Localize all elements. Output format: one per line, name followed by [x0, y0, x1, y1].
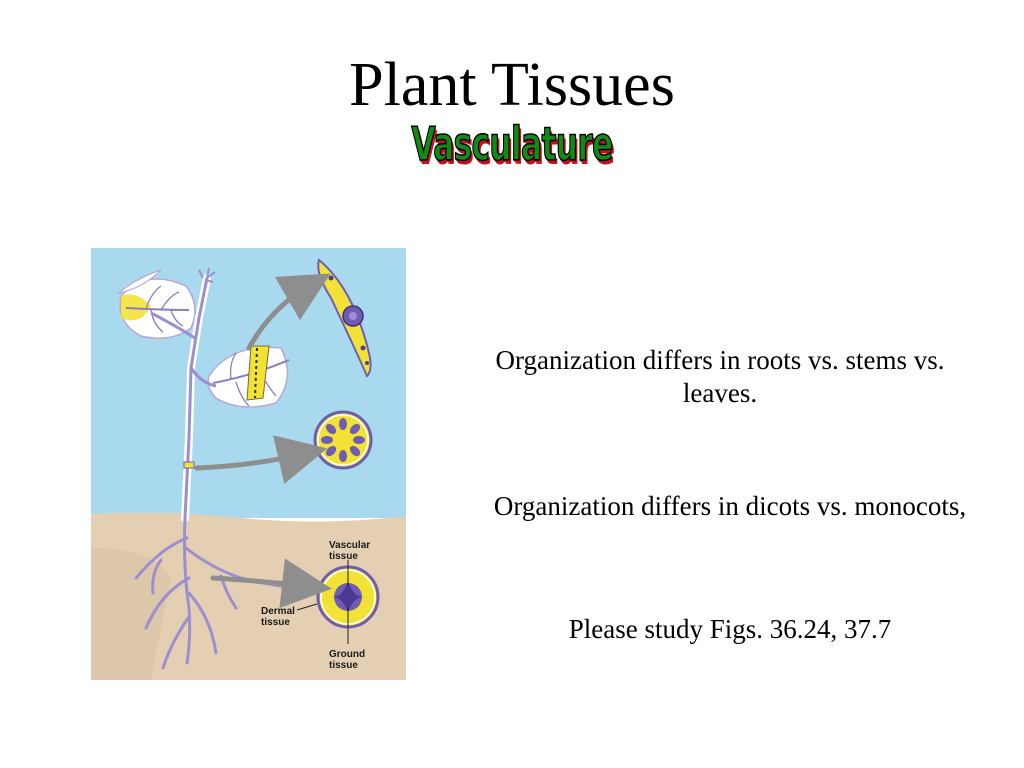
dermal-label-line1: Dermal: [261, 606, 295, 617]
slide-title: Plant Tissues: [349, 51, 675, 119]
dicots-monocots-text: Organization differs in dicots vs. monoc…: [493, 491, 967, 521]
right-leaf: [207, 345, 290, 408]
soil-shading: [91, 548, 171, 680]
stem-cross-section: [313, 410, 373, 470]
pointer-arrows: [194, 273, 332, 609]
roots-stems-leaves-text: Organization differs in roots vs. stems …: [495, 345, 945, 408]
vascular-label-line2: tissue: [329, 551, 358, 562]
stem: [150, 267, 217, 522]
slide-subtitle: Vasculature: [411, 116, 614, 172]
ground-label-line2: tissue: [329, 660, 358, 671]
left-leaf: [116, 269, 196, 339]
soil-background: [91, 512, 406, 680]
vascular-label-line1: Vascular: [329, 540, 370, 551]
study-figures-text: Please study Figs. 36.24, 37.7: [568, 614, 892, 644]
ground-label-line1: Ground: [329, 649, 365, 660]
dermal-label-line2: tissue: [261, 617, 290, 628]
